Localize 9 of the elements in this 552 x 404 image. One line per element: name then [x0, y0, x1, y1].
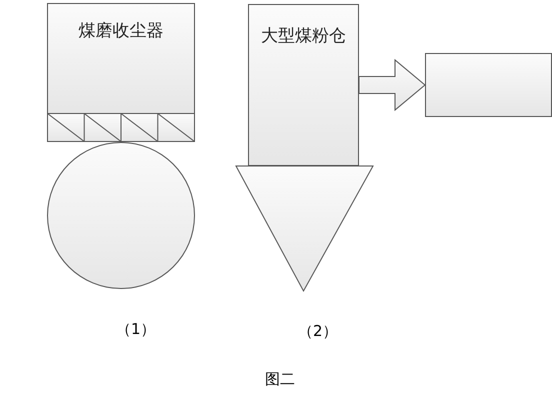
process-box: [248, 4, 359, 166]
figure-caption: 图二: [265, 370, 295, 389]
process-box: [47, 3, 195, 114]
panel-number: （1）: [116, 320, 156, 339]
empty-box: [425, 53, 552, 117]
node-label: 煤磨收尘器: [78, 20, 164, 42]
block-arrow: [358, 58, 426, 112]
panel-number: （2）: [298, 322, 338, 341]
node-label: 大型煤粉仓: [261, 24, 346, 46]
